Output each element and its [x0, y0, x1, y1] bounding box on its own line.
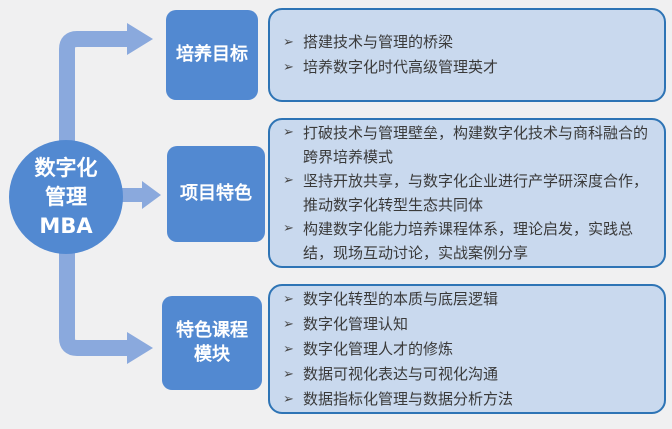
label-program-features: 项目特色 — [167, 146, 265, 242]
bullet-arrow-icon: ➢ — [283, 173, 294, 188]
list-item-text: 数字化转型的本质与底层逻辑 — [303, 289, 499, 308]
list-item: ➢ 打破技术与管理壁垒，构建数字化技术与商科融合的跨界培养模式 — [283, 121, 654, 169]
list-item-text: 搭建技术与管理的桥梁 — [303, 33, 454, 51]
list-item-text: 打破技术与管理壁垒，构建数字化技术与商科融合的跨界培养模式 — [303, 124, 649, 166]
content-box-training-objectives: ➢ 搭建技术与管理的桥梁 ➢ 培养数字化时代高级管理英才 — [268, 8, 666, 102]
list-item: ➢ 搭建技术与管理的桥梁 — [283, 30, 654, 55]
label-program-features-text: 项目特色 — [180, 183, 252, 204]
list-item: ➢ 坚持开放共享，与数字化企业进行产学研深度合作，推动数字化转型生态共同体 — [283, 169, 654, 217]
elbow-connector-top — [59, 31, 127, 250]
center-node: 数字化 管理 MBA — [9, 140, 123, 254]
bullet-arrow-icon: ➢ — [283, 391, 294, 407]
list-item: ➢ 培养数字化时代高级管理英才 — [283, 55, 654, 80]
list-item-text: 构建数字化能力培养课程体系，理论启发，实践总结，现场互动讨论，实战案例分享 — [303, 220, 634, 262]
bullet-arrow-icon: ➢ — [283, 366, 294, 382]
arrowhead-top-icon — [127, 23, 153, 55]
bullet-arrow-icon: ➢ — [283, 35, 294, 50]
list-item: ➢ 数字化管理认知 — [283, 312, 654, 337]
list-item-text: 培养数字化时代高级管理英才 — [303, 58, 499, 76]
bullet-arrow-icon: ➢ — [283, 316, 294, 332]
connector-middle — [118, 188, 144, 202]
center-node-line-1: 数字化 — [34, 155, 98, 180]
arrowhead-bottom-icon — [127, 332, 153, 364]
label-training-objectives: 培养目标 — [166, 10, 258, 100]
bullet-arrow-icon: ➢ — [283, 341, 294, 357]
label-training-objectives-text: 培养目标 — [176, 44, 248, 65]
list-item: ➢ 数据指标化管理与数据分析方法 — [283, 387, 654, 412]
list-item-text: 数字化管理人才的修炼 — [303, 339, 454, 358]
center-node-line-2: 管理 — [45, 184, 87, 209]
label-featured-course-modules: 特色课程模块 — [162, 296, 262, 390]
bullet-arrow-icon: ➢ — [283, 291, 294, 307]
label-featured-course-modules-text: 特色课程模块 — [176, 320, 248, 365]
elbow-connector-bottom — [59, 160, 127, 356]
list-item-text: 坚持开放共享，与数字化企业进行产学研深度合作，推动数字化转型生态共同体 — [303, 172, 649, 214]
bullet-arrow-icon: ➢ — [283, 60, 294, 75]
content-box-program-features: ➢ 打破技术与管理壁垒，构建数字化技术与商科融合的跨界培养模式 ➢ 坚持开放共享… — [268, 118, 666, 268]
list-item: ➢ 构建数字化能力培养课程体系，理论启发，实践总结，现场互动讨论，实战案例分享 — [283, 217, 654, 265]
list-item: ➢ 数据可视化表达与可视化沟通 — [283, 362, 654, 387]
bullet-arrow-icon: ➢ — [283, 125, 294, 140]
list-item-text: 数据可视化表达与可视化沟通 — [303, 364, 499, 383]
arrowhead-middle-icon — [142, 181, 161, 209]
list-item: ➢ 数字化转型的本质与底层逻辑 — [283, 287, 654, 312]
list-item-text: 数据指标化管理与数据分析方法 — [303, 389, 514, 408]
center-node-line-3: MBA — [39, 213, 93, 238]
list-item: ➢ 数字化管理人才的修炼 — [283, 337, 654, 362]
content-box-featured-course-modules: ➢ 数字化转型的本质与底层逻辑 ➢ 数字化管理认知 ➢ 数字化管理人才的修炼 ➢… — [268, 284, 666, 414]
list-item-text: 数字化管理认知 — [303, 314, 409, 333]
bullet-arrow-icon: ➢ — [283, 221, 294, 236]
